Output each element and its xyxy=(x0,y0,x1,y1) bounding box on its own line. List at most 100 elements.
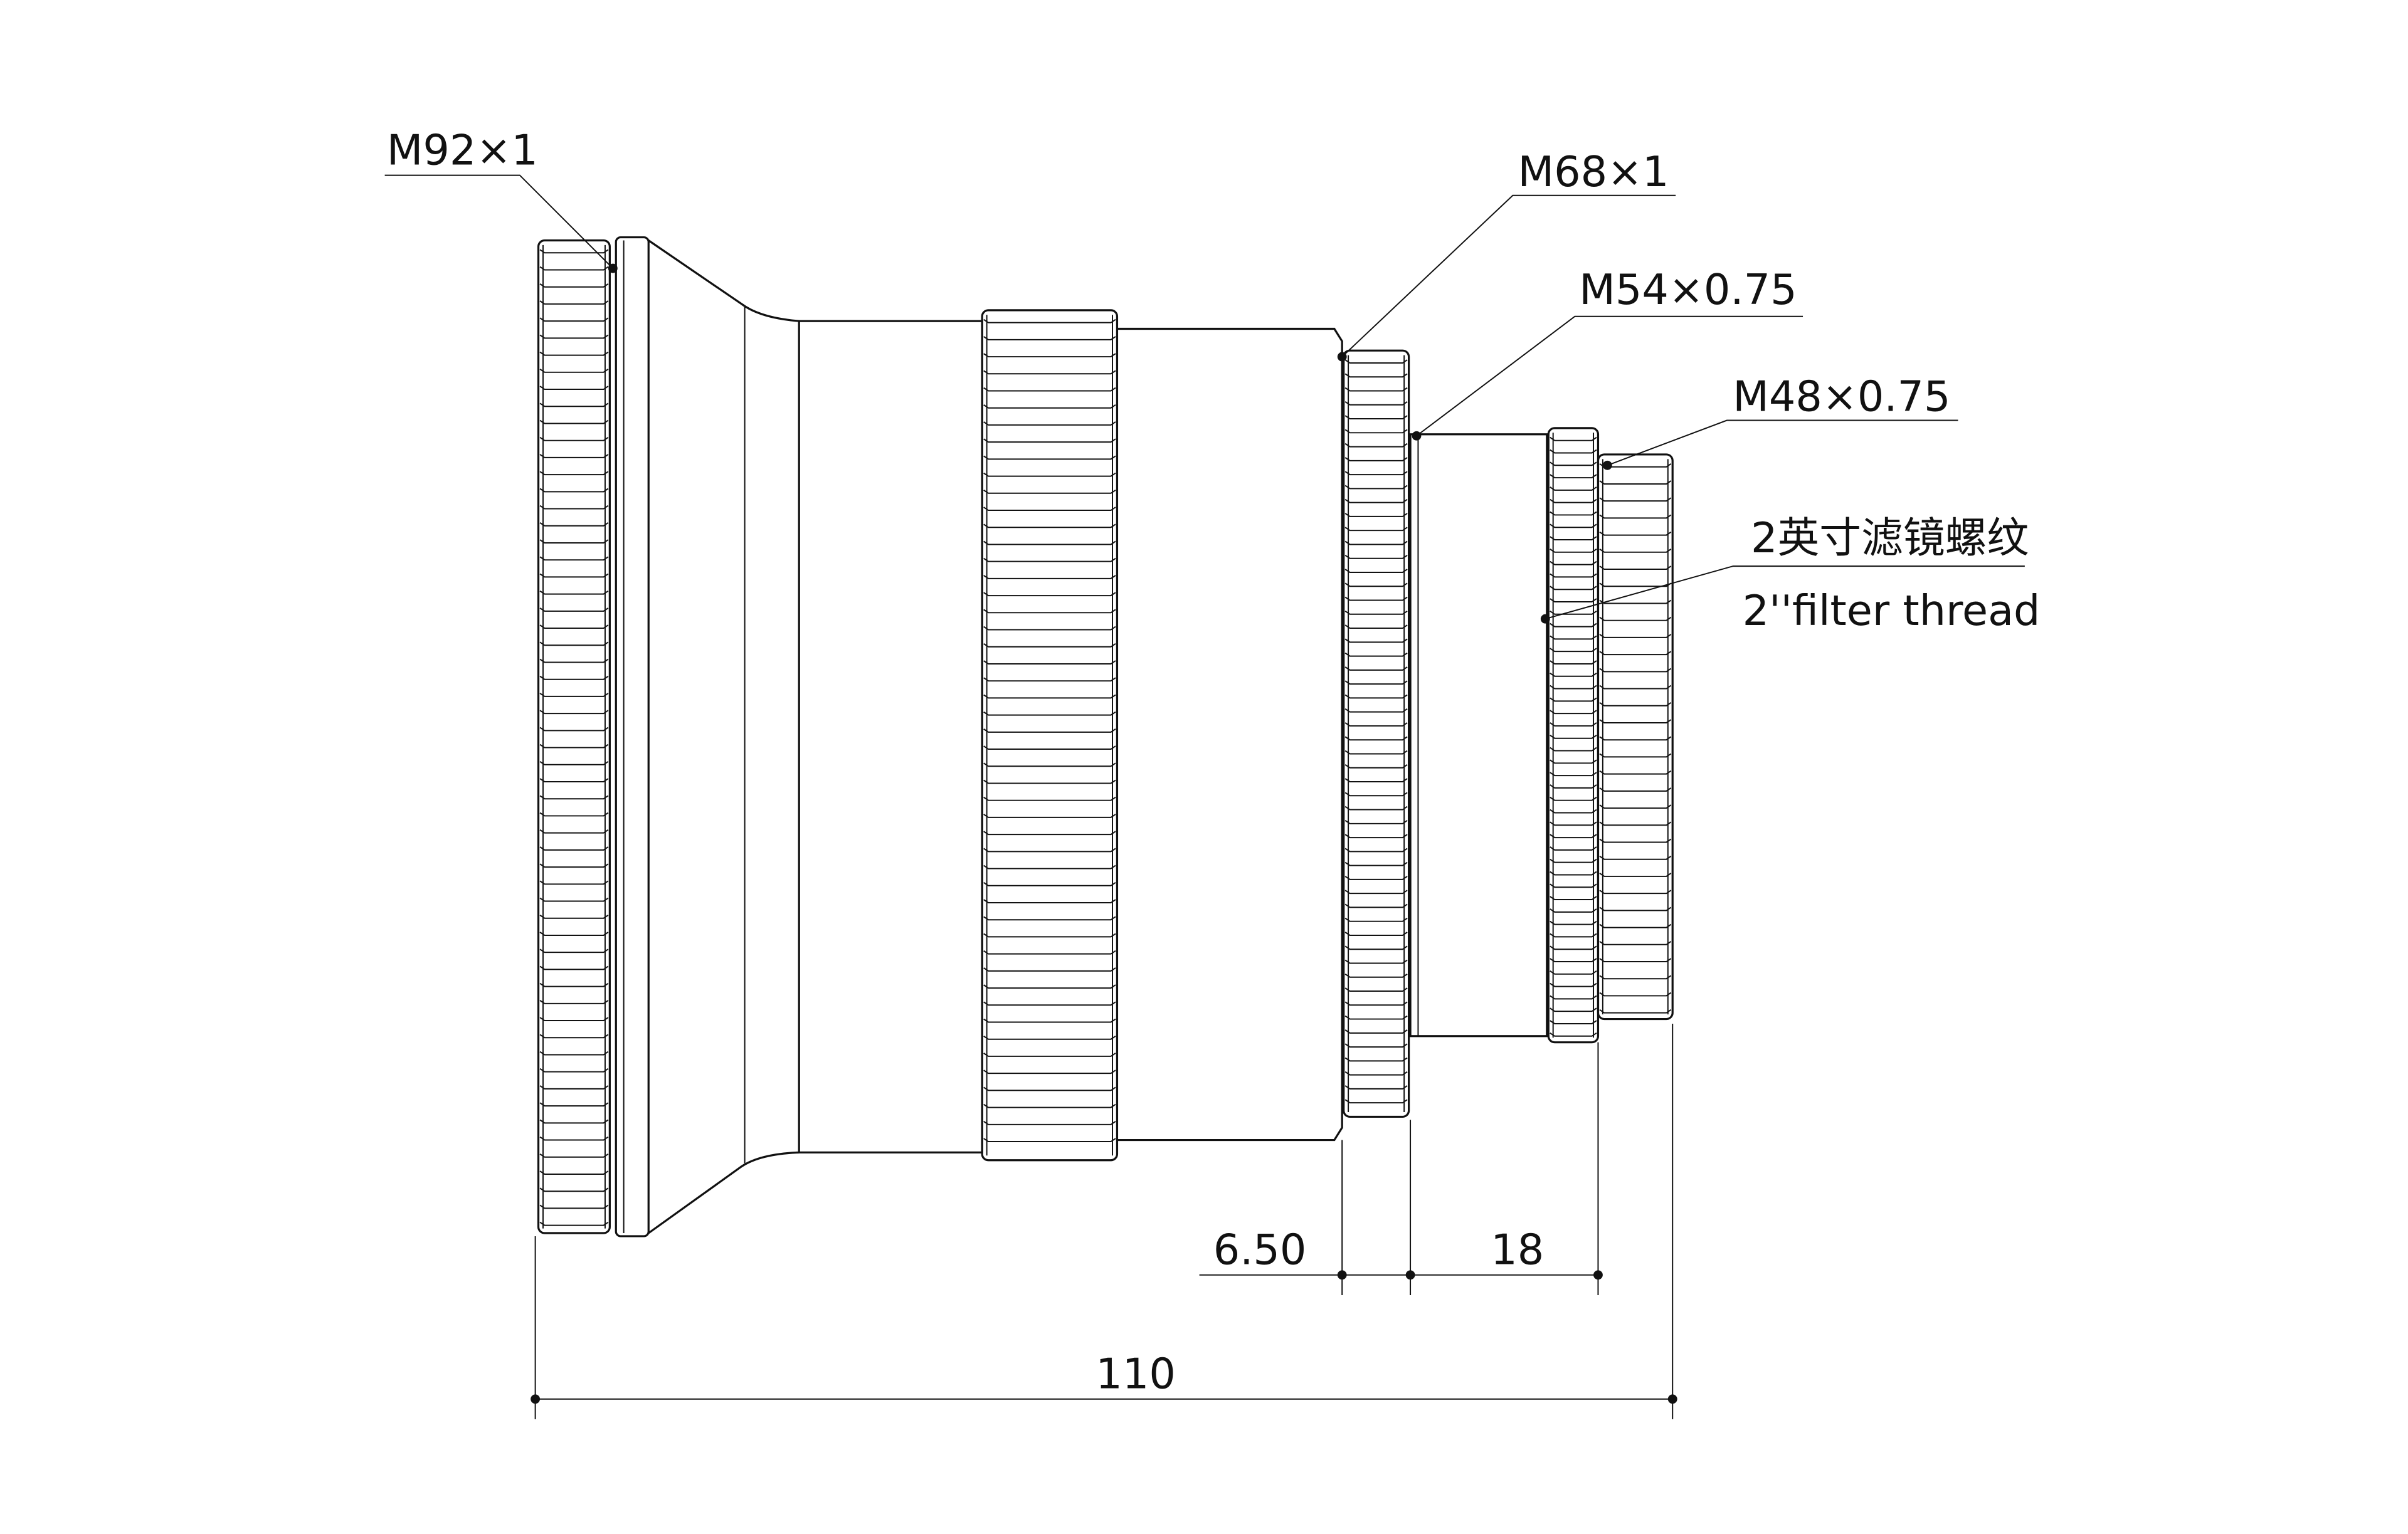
knurl-ring-m54 xyxy=(1547,427,1600,1044)
knurl-tooth xyxy=(1344,1099,1408,1104)
knurl-tooth xyxy=(983,1001,1116,1006)
knurl-tooth xyxy=(983,490,1116,494)
cylinder xyxy=(1409,433,1548,1038)
knurl-tooth xyxy=(1344,1085,1408,1090)
knurl-tooth xyxy=(1344,582,1408,587)
knurl-tooth xyxy=(1550,523,1597,528)
knurl-tooth xyxy=(983,950,1116,955)
knurl-tooth xyxy=(1550,970,1597,975)
knurl-tooth xyxy=(1344,624,1408,629)
label-m54: M54×0.75 xyxy=(1579,265,1797,314)
knurl-tooth xyxy=(539,795,609,800)
knurl-tooth xyxy=(1344,917,1408,922)
knurl-tooth xyxy=(1599,1009,1672,1014)
knurl-tooth xyxy=(1344,932,1408,936)
knurl-tooth xyxy=(1344,527,1408,532)
knurl-tooth xyxy=(539,658,609,663)
knurl-tooth xyxy=(1550,871,1597,876)
knurl-tooth xyxy=(1344,945,1408,950)
knurl-tooth xyxy=(983,1018,1116,1023)
knurl-tooth xyxy=(983,762,1116,767)
knurl-tooth xyxy=(1550,747,1597,752)
knurl-tooth xyxy=(1550,883,1597,888)
knurl-tooth xyxy=(1550,896,1597,901)
knurl-tooth xyxy=(1344,401,1408,406)
front-ring xyxy=(615,236,650,1237)
knurl-tooth xyxy=(983,1069,1116,1074)
knurl-tooth xyxy=(1599,685,1672,690)
knurl-tooth xyxy=(983,1138,1116,1143)
tube-2 xyxy=(1117,327,1343,1142)
knurl-tooth xyxy=(1550,648,1597,653)
knurl-tooth xyxy=(1599,497,1672,502)
knurl-tooth xyxy=(1344,848,1408,853)
knurl-tooth xyxy=(983,472,1116,477)
knurl-tooth xyxy=(1599,549,1672,553)
knurl-tooth xyxy=(1550,710,1597,715)
knurl-tooth xyxy=(1550,511,1597,516)
knurl-tooth xyxy=(1344,596,1408,601)
knurl-tooth xyxy=(983,711,1116,716)
knurl-tooth xyxy=(983,626,1116,631)
knurl-tooth xyxy=(1550,858,1597,863)
ring-outline xyxy=(537,239,611,1234)
knurl-tooth xyxy=(1344,415,1408,420)
knurl-tooth xyxy=(1550,660,1597,665)
knurl-tooth xyxy=(1550,586,1597,591)
knurl-tooth xyxy=(1550,598,1597,602)
knurl-tooth xyxy=(1599,890,1672,895)
knurl-tooth xyxy=(1344,498,1408,503)
knurl-tooth xyxy=(983,660,1116,665)
knurl-tooth xyxy=(1599,701,1672,707)
knurl-tooth xyxy=(1344,903,1408,908)
label-m68: M68×1 xyxy=(1518,147,1669,196)
knurl-ring-m92 xyxy=(537,239,611,1234)
knurl-tooth xyxy=(539,522,609,527)
knurl-tooth xyxy=(1599,668,1672,673)
knurl-tooth xyxy=(539,283,609,288)
knurl-tooth xyxy=(1550,486,1597,491)
knurl-tooth xyxy=(983,438,1116,443)
knurl-tooth xyxy=(1550,958,1597,963)
knurl-tooth xyxy=(983,779,1116,784)
knurl-tooth xyxy=(1599,855,1672,860)
knurl-tooth xyxy=(539,710,609,715)
knurl-tooth xyxy=(983,933,1116,938)
knurl-tooth xyxy=(1550,834,1597,839)
label-filter-en: 2''filter thread xyxy=(1743,586,2041,635)
knurl-tooth xyxy=(1344,806,1408,811)
knurl-tooth xyxy=(983,1086,1116,1091)
knurl-tooth xyxy=(1550,498,1597,503)
knurl-tooth xyxy=(983,557,1116,562)
knurl-tooth xyxy=(1599,719,1672,723)
knurl-tooth xyxy=(539,300,609,305)
ring-outline xyxy=(981,309,1119,1162)
knurl-tooth xyxy=(1599,753,1672,758)
knurl-tooth xyxy=(1344,554,1408,559)
knurl-tooth xyxy=(1599,736,1672,741)
knurl-tooth xyxy=(1599,599,1672,604)
knurl-tooth xyxy=(1550,821,1597,826)
knurl-tooth xyxy=(1550,635,1597,640)
knurl-tooth xyxy=(1599,770,1672,775)
knurl-tooth xyxy=(1344,680,1408,685)
knurl-tooth xyxy=(1344,834,1408,839)
knurl-tooth xyxy=(983,899,1116,903)
knurl-tooth xyxy=(539,1153,609,1158)
knurl-tooth xyxy=(983,694,1116,699)
knurl-tooth xyxy=(1599,804,1672,809)
knurl-tooth xyxy=(539,693,609,697)
knurl-tooth xyxy=(983,1053,1116,1057)
knurl-tooth xyxy=(1599,616,1672,621)
knurl-tooth xyxy=(1344,652,1408,657)
knurl-tooth xyxy=(983,967,1116,972)
knurl-tooth xyxy=(539,675,609,680)
knurl-tooth xyxy=(983,336,1116,340)
knurl-tooth xyxy=(1550,920,1597,925)
knurl-tooth xyxy=(1599,906,1672,911)
knurl-tooth xyxy=(983,318,1116,323)
tube-1 xyxy=(798,320,983,1153)
knurl-tooth xyxy=(1550,796,1597,801)
knurl-tooth xyxy=(539,880,609,885)
ring-outline xyxy=(1547,427,1600,1044)
